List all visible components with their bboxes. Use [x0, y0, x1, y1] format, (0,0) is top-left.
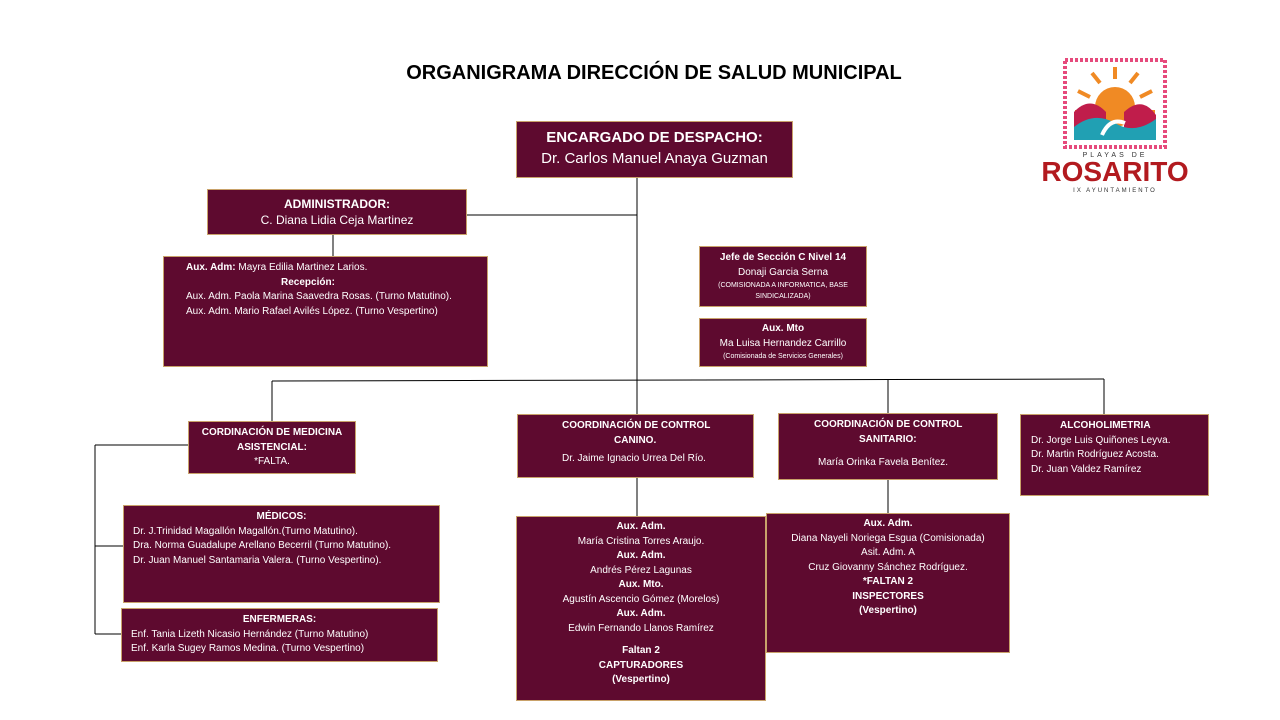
sanitario-staff-box: Aux. Adm. Diana Nayeli Noriega Esgua (Co…: [766, 513, 1010, 653]
canino-staff-line: Andrés Pérez Lagunas: [590, 564, 692, 576]
canino-staff-line: CAPTURADORES: [598, 659, 684, 671]
jefe-seccion-box: Jefe de Sección C Nivel 14 Donaji Garcia…: [699, 246, 867, 307]
sanitario-staff-line: INSPECTORES: [852, 590, 924, 602]
administrador-box: ADMINISTRADOR: C. Diana Lidia Ceja Marti…: [207, 189, 467, 235]
recepcion-line: Aux. Adm. Mario Rafael Avilés López. (Tu…: [186, 305, 438, 317]
admin-staff-box: Aux. Adm: Mayra Edilia Martinez Larios. …: [163, 256, 488, 367]
jefe-seccion-note: (COMISIONADA A INFORMATICA, BASE SINDICA…: [718, 282, 848, 300]
administrador-name: C. Diana Lidia Ceja Martinez: [260, 213, 414, 227]
medico-line: Dr. Juan Manuel Santamaria Valera. (Turn…: [133, 554, 382, 566]
enfermera-line: Enf. Tania Lizeth Nicasio Hernández (Tur…: [131, 628, 369, 640]
alcoholimetria-line: Dr. Martin Rodríguez Acosta.: [1031, 449, 1159, 460]
canino-staff-box: Aux. Adm. María Cristina Torres Araujo. …: [516, 516, 766, 701]
medicina-label: ASISTENCIAL:: [237, 441, 307, 453]
aux-adm-label: Aux. Adm:: [186, 262, 236, 273]
medicina-box: CORDINACIÓN DE MEDICINA ASISTENCIAL: *FA…: [188, 421, 356, 474]
sanitario-box: COORDINACIÓN DE CONTROL SANITARIO: María…: [778, 413, 998, 480]
sanitario-label: COORDINACIÓN DE CONTROL: [814, 419, 963, 430]
rosarito-logo: [1063, 58, 1167, 149]
aux-mto-label: Aux. Mto: [761, 323, 805, 334]
enfermeras-label: ENFERMERAS:: [242, 614, 317, 625]
canino-staff-line: Faltan 2: [622, 645, 660, 656]
canino-name: Dr. Jaime Ignacio Urrea Del Río.: [562, 453, 706, 464]
sanitario-label: SANITARIO:: [859, 433, 917, 445]
logo-name: ROSARITO: [1041, 156, 1189, 187]
administrador-label: ADMINISTRADOR:: [284, 197, 390, 211]
sanitario-staff-line: Asit. Adm. A: [861, 547, 915, 558]
medico-line: Dra. Norma Guadalupe Arellano Becerril (…: [133, 540, 392, 551]
canino-staff-line: Agustín Ascencio Gómez (Morelos): [562, 593, 720, 605]
recepcion-line: Aux. Adm. Paola Marina Saavedra Rosas. (…: [186, 291, 452, 302]
sanitario-staff-line: Aux. Adm.: [863, 518, 913, 529]
encargado-label: ENCARGADO DE DESPACHO:: [546, 129, 763, 146]
medicos-box: MÉDICOS: Dr. J.Trinidad Magallón Magalló…: [123, 505, 440, 603]
canino-label: COORDINACIÓN DE CONTROL: [562, 420, 711, 431]
sanitario-staff-line: Diana Nayeli Noriega Esgua (Comisionada): [791, 532, 985, 544]
sanitario-staff-line: *FALTAN 2: [862, 576, 914, 587]
jefe-seccion-label: Jefe de Sección C Nivel 14: [719, 252, 847, 263]
medico-line: Dr. J.Trinidad Magallón Magallón.(Turno …: [133, 525, 358, 537]
alcoholimetria-line: Dr. Juan Valdez Ramírez: [1031, 463, 1142, 475]
sanitario-staff-line: Cruz Giovanny Sánchez Rodríguez.: [808, 561, 968, 573]
canino-staff-line: Aux. Adm.: [616, 608, 666, 619]
medicina-note: *FALTA.: [254, 456, 290, 467]
canino-staff-line: (Vespertino): [612, 674, 670, 685]
aux-mto-name: Ma Luisa Hernandez Carrillo: [719, 337, 847, 349]
medicina-label: CORDINACIÓN DE MEDICINA: [201, 427, 343, 438]
jefe-seccion-name: Donaji Garcia Serna: [737, 266, 829, 278]
canino-staff-line: María Cristina Torres Araujo.: [577, 535, 705, 547]
alcoholimetria-box: ALCOHOLIMETRIA Dr. Jorge Luis Quiñones L…: [1020, 414, 1209, 496]
aux-mto-box: Aux. Mto Ma Luisa Hernandez Carrillo (Co…: [699, 318, 867, 367]
recepcion-label: Recepción:: [281, 276, 335, 288]
page-title: ORGANIGRAMA DIRECCIÓN DE SALUD MUNICIPAL: [406, 62, 902, 84]
canino-box: COORDINACIÓN DE CONTROL CANINO. Dr. Jaim…: [517, 414, 754, 478]
canino-staff-line: Aux. Mto.: [618, 579, 664, 590]
alcoholimetria-line: Dr. Jorge Luis Quiñones Leyva.: [1031, 434, 1171, 446]
canino-staff-line: Aux. Adm.: [616, 521, 666, 532]
aux-adm-name: Mayra Edilia Martinez Larios.: [238, 262, 368, 273]
logo-top-text: PLAYAS DE: [1082, 152, 1148, 159]
encargado-name: Dr. Carlos Manuel Anaya Guzman: [541, 150, 768, 167]
aux-mto-note: (Comisionada de Servicios Generales): [723, 353, 843, 360]
enfermera-line: Enf. Karla Sugey Ramos Medina. (Turno Ve…: [131, 643, 365, 654]
medicos-label: MÉDICOS:: [256, 511, 307, 522]
canino-label: CANINO.: [614, 434, 657, 446]
alcoholimetria-label: ALCOHOLIMETRIA: [1060, 420, 1151, 431]
sanitario-name: María Orinka Favela Benítez.: [818, 457, 949, 468]
canino-staff-line: Aux. Adm.: [616, 550, 666, 561]
logo-sub: IX AYUNTAMIENTO: [1073, 188, 1157, 194]
sanitario-staff-line: (Vespertino): [859, 605, 917, 616]
canino-staff-line: Edwin Fernando Llanos Ramírez: [568, 622, 714, 634]
enfermeras-box: ENFERMERAS: Enf. Tania Lizeth Nicasio He…: [121, 608, 438, 662]
encargado-box: ENCARGADO DE DESPACHO: Dr. Carlos Manuel…: [516, 121, 793, 178]
